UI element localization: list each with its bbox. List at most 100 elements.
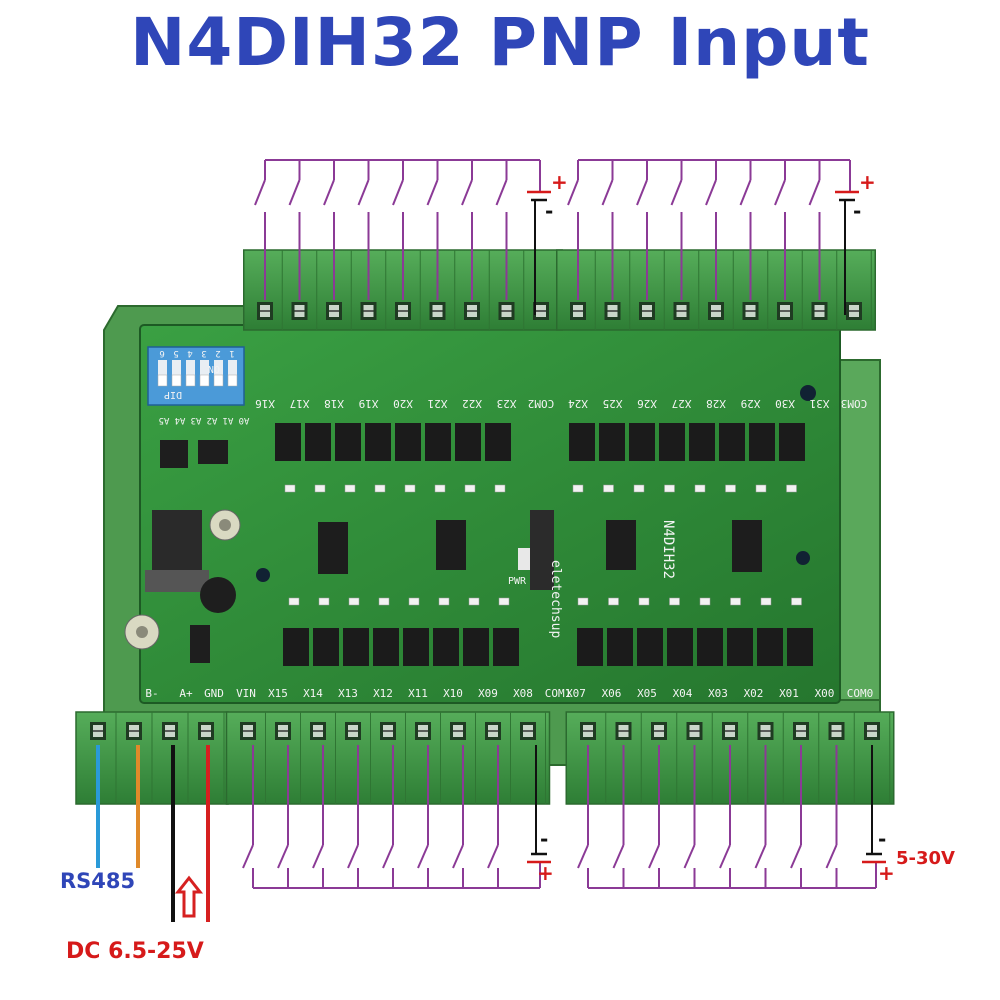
terminal-block-bottom-left[interactable]	[225, 711, 551, 805]
terminal-top-right-2[interactable]	[604, 250, 631, 330]
ic-chip	[198, 440, 228, 464]
terminal-block-power[interactable]	[75, 711, 229, 805]
terminal-label: X16	[255, 397, 275, 410]
brand-label: eletechsup	[548, 560, 563, 638]
pwr-led	[518, 548, 530, 570]
terminal-power-4[interactable]	[198, 712, 225, 804]
terminal-top-left-7[interactable]	[464, 250, 490, 330]
terminal-top-right-9[interactable]	[846, 250, 872, 330]
input-leds-top	[284, 484, 797, 493]
dip-switch[interactable]	[147, 346, 245, 406]
terminal-bottom-right-9[interactable]	[864, 712, 891, 804]
terminal-top-left-2[interactable]	[291, 250, 318, 330]
terminal-top-left-5[interactable]	[395, 250, 421, 330]
terminal-bottom-right-7[interactable]	[793, 712, 820, 804]
terminal-label: X01	[779, 687, 799, 700]
terminal-label: X21	[428, 397, 448, 410]
battery-bottom-left	[527, 852, 551, 864]
switch-symbol	[392, 160, 404, 300]
terminal-bottom-left-5[interactable]	[380, 712, 406, 804]
minus-sign: -	[545, 199, 553, 223]
terminal-label: X05	[637, 687, 657, 700]
terminal-label: X14	[303, 687, 323, 700]
switch-symbol	[705, 160, 717, 300]
address-label: A3	[191, 415, 202, 425]
switch-symbol	[577, 745, 589, 888]
terminal-top-left-6[interactable]	[429, 250, 456, 330]
terminal-label: VIN	[236, 687, 256, 700]
address-label: A2	[207, 415, 218, 425]
plus-sign: +	[859, 170, 876, 194]
switch-symbol	[312, 745, 324, 888]
switch-symbol	[357, 160, 370, 300]
terminal-bottom-right-1[interactable]	[580, 712, 607, 804]
mounting-hole	[256, 568, 270, 582]
terminal-label: X25	[603, 397, 623, 410]
switch-symbol	[452, 745, 464, 888]
terminal-top-left-1[interactable]	[257, 250, 283, 330]
switch-symbol	[825, 745, 838, 888]
terminal-bottom-right-8[interactable]	[828, 712, 855, 804]
terminal-bottom-left-2[interactable]	[275, 712, 301, 804]
input-leds-bottom	[288, 597, 802, 606]
terminal-bottom-right-4[interactable]	[686, 712, 713, 804]
terminal-top-right-5[interactable]	[708, 250, 734, 330]
terminal-top-right-6[interactable]	[742, 250, 769, 330]
terminal-bottom-right-2[interactable]	[615, 712, 642, 804]
switch-symbol	[567, 160, 579, 300]
terminal-top-right-1[interactable]	[570, 250, 596, 330]
switch-symbol	[417, 745, 429, 888]
switch-symbol	[277, 745, 289, 888]
terminal-label: X09	[478, 687, 498, 700]
terminal-top-right-4[interactable]	[673, 250, 700, 330]
battery-top-left	[527, 190, 551, 202]
terminal-top-right-3[interactable]	[639, 250, 665, 330]
terminal-top-left-3[interactable]	[326, 250, 352, 330]
switch-symbol	[382, 745, 394, 888]
terminal-label: X10	[443, 687, 463, 700]
terminal-top-right-7[interactable]	[777, 250, 803, 330]
dip-number: 6	[159, 348, 164, 358]
terminal-label: X13	[338, 687, 358, 700]
terminal-bottom-left-4[interactable]	[345, 712, 371, 804]
terminal-top-left-4[interactable]	[360, 250, 387, 330]
terminal-top-right-8[interactable]	[811, 250, 838, 330]
minus-sign: -	[878, 827, 886, 851]
terminal-label: X30	[775, 397, 795, 410]
terminal-bottom-right-5[interactable]	[722, 712, 749, 804]
terminal-label: X31	[810, 397, 830, 410]
terminal-bottom-right-6[interactable]	[757, 712, 784, 804]
terminal-power-3[interactable]	[162, 712, 189, 804]
terminal-power-1[interactable]	[90, 712, 117, 804]
plus-sign: +	[537, 861, 554, 885]
terminal-label: B-	[145, 687, 158, 700]
dip-number: 5	[173, 348, 178, 358]
terminal-label: X07	[566, 687, 586, 700]
switch-symbol	[426, 160, 439, 300]
mounting-hole	[796, 551, 810, 565]
terminal-label: X24	[568, 397, 588, 410]
terminal-bottom-right-3[interactable]	[651, 712, 678, 804]
dc-supply-label: DC 6.5-25V	[66, 939, 204, 964]
terminal-bottom-left-7[interactable]	[450, 712, 476, 804]
battery-top-right	[835, 190, 859, 202]
terminal-bottom-left-8[interactable]	[485, 712, 511, 804]
terminal-bottom-left-1[interactable]	[240, 712, 266, 804]
plus-sign: +	[551, 170, 568, 194]
terminal-bottom-left-9[interactable]	[520, 712, 546, 804]
terminal-label: X27	[672, 397, 692, 410]
pwr-label: PWR	[508, 576, 527, 587]
switch-symbol	[636, 160, 648, 300]
switch-symbol	[288, 160, 301, 300]
terminal-bottom-left-6[interactable]	[415, 712, 441, 804]
terminal-top-left-8[interactable]	[498, 250, 525, 330]
terminal-label: X12	[373, 687, 393, 700]
plus-sign: +	[878, 861, 895, 885]
switch-symbol	[670, 160, 683, 300]
terminal-label: X17	[290, 397, 310, 410]
address-label: A1	[223, 415, 234, 425]
switch-symbol	[495, 160, 508, 300]
terminal-power-2[interactable]	[126, 712, 153, 804]
terminal-label: X19	[359, 397, 379, 410]
terminal-bottom-left-3[interactable]	[310, 712, 336, 804]
